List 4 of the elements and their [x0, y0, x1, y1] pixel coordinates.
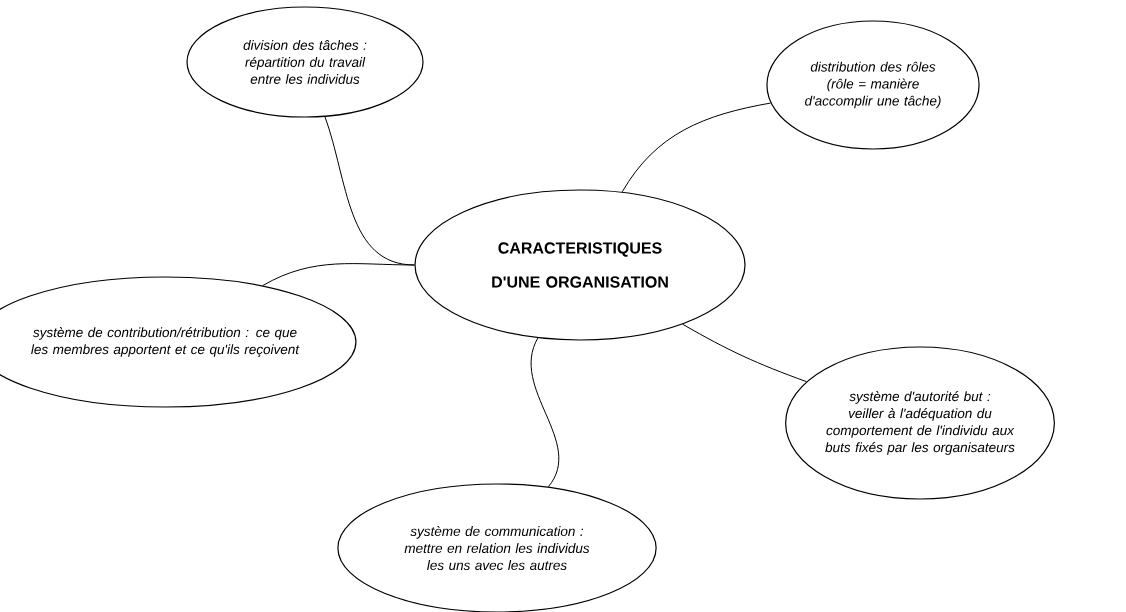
- connector-line: [530, 337, 560, 488]
- connector-line: [262, 263, 415, 287]
- connector-line: [682, 323, 807, 383]
- connector-line: [621, 102, 772, 193]
